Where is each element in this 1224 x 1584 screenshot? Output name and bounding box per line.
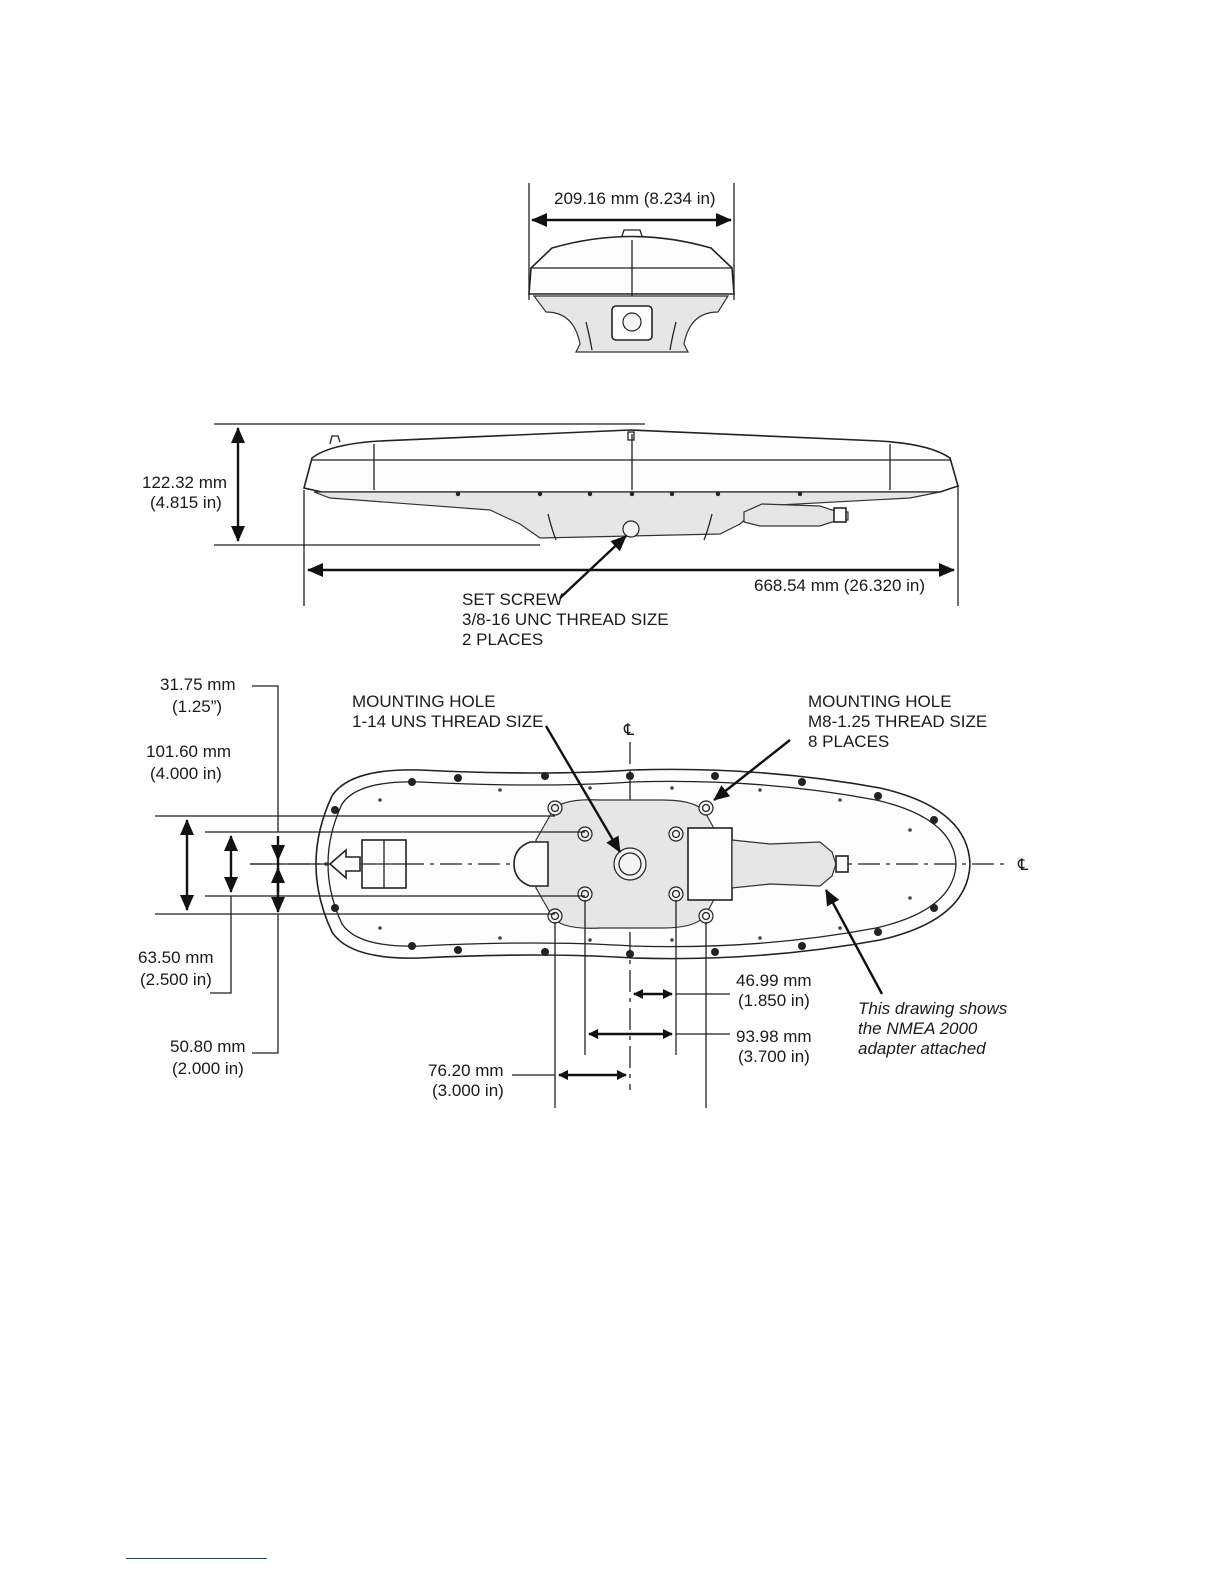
dim-31-75-label-in: (1.25”) [172, 697, 222, 716]
dim-76-20-label-in: (3.000 in) [432, 1081, 504, 1100]
set-screw-hole [622, 520, 640, 538]
side-radome [303, 429, 959, 493]
centerline-symbol-right: ℄ [1017, 855, 1029, 874]
dim-63-50-label-mm: 63.50 mm [138, 948, 214, 967]
dim-31-75-label-mm: 31.75 mm [160, 675, 236, 694]
m8-hole-callout-line-1: MOUNTING HOLE [808, 692, 952, 711]
dim-50-80-label-in: (2.000 in) [172, 1059, 244, 1078]
dim-93-98-label-mm: 93.98 mm [736, 1027, 812, 1046]
side-view: 122.32 mm (4.815 in) 668.54 mm (26.320 i… [142, 423, 959, 649]
dim-76-20-label-mm: 76.20 mm [428, 1061, 504, 1080]
bottom-view: ℄ ℄ [138, 675, 1029, 1108]
adapter-note-line-3: adapter attached [858, 1039, 986, 1058]
center-hole-leader [544, 725, 622, 853]
adapter-housing [687, 827, 733, 901]
forward-arrow-icon [328, 848, 361, 880]
dim-63-50-label-in: (2.500 in) [140, 970, 212, 989]
dim-46-99-label-mm: 46.99 mm [736, 971, 812, 990]
nmea-adapter [731, 839, 837, 889]
perimeter-holes [331, 772, 938, 958]
set-screw-leader [559, 535, 627, 599]
front-width-label: 209.16 mm (8.234 in) [554, 189, 716, 208]
bottom-bump [513, 841, 549, 887]
side-adapter [743, 503, 849, 527]
footnote-separator [126, 1558, 267, 1559]
set-screw-callout-line-2: 3/8-16 UNC THREAD SIZE [462, 610, 669, 629]
m8-hole-callout-line-2: M8-1.25 THREAD SIZE [808, 712, 987, 731]
dim-101-60-label-in: (4.000 in) [150, 764, 222, 783]
center-hole-callout-line-2: 1-14 UNS THREAD SIZE [352, 712, 543, 731]
adapter-note-leader [824, 889, 884, 995]
side-length-label: 668.54 mm (26.320 in) [754, 576, 925, 595]
set-screw-callout-line-3: 2 PLACES [462, 630, 543, 649]
side-height-label-mm: 122.32 mm [142, 473, 227, 492]
adapter-note-line-2: the NMEA 2000 [858, 1019, 978, 1038]
centerline-symbol-top: ℄ [623, 720, 635, 739]
side-base [313, 491, 941, 539]
m8-hole-callout-line-3: 8 PLACES [808, 732, 889, 751]
front-view: 209.16 mm (8.234 in) [528, 183, 735, 353]
dim-46-99-label-in: (1.850 in) [738, 991, 810, 1010]
m8-hole-leader [713, 739, 791, 801]
side-height-label-in: (4.815 in) [150, 493, 222, 512]
m8-mounting-holes [547, 800, 714, 924]
set-screw-callout-line-1: SET SCREW [462, 590, 563, 609]
dim-93-98-label-in: (3.700 in) [738, 1047, 810, 1066]
dim-50-80-label-mm: 50.80 mm [170, 1037, 246, 1056]
dim-101-60-label-mm: 101.60 mm [146, 742, 231, 761]
adapter-note-line-1: This drawing shows [858, 999, 1008, 1018]
center-hole-callout-line-1: MOUNTING HOLE [352, 692, 496, 711]
